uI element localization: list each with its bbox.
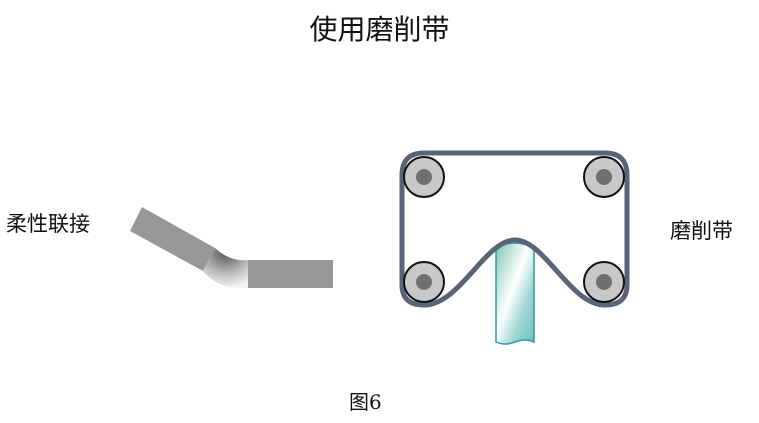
flexible-joint-label: 柔性联接 <box>6 212 90 236</box>
grinding-belt-assembly <box>399 150 630 345</box>
blade <box>495 242 535 345</box>
roller-bottom-left <box>403 261 445 303</box>
lower-bar <box>248 260 333 288</box>
grinding-belt-label: 磨削带 <box>670 219 733 243</box>
grinding-belt <box>399 150 630 308</box>
roller-top-right <box>583 156 625 198</box>
roller-top-left <box>403 156 445 198</box>
figure-caption: 图6 <box>349 390 382 414</box>
roller-bottom-right <box>583 261 625 303</box>
diagram-title: 使用磨削带 <box>309 13 450 46</box>
upper-bar <box>130 207 215 271</box>
flexible-joint <box>130 207 333 289</box>
bend-section <box>203 248 248 289</box>
